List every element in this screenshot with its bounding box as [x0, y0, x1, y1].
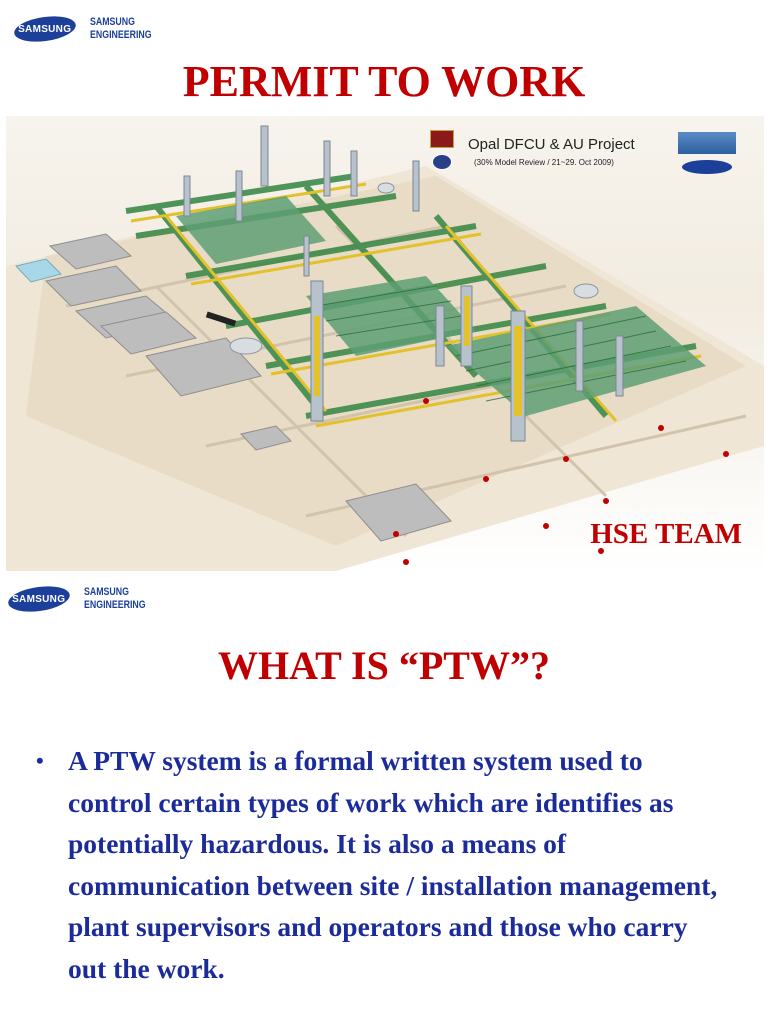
- partner-logo-icon: [678, 132, 736, 154]
- client-seal-icon: [432, 154, 452, 170]
- wordmark-line-1: SAMSUNG: [90, 16, 135, 28]
- plant-3d-model-image: [6, 116, 764, 571]
- samsung-badge-text: SAMSUNG: [12, 593, 66, 605]
- samsung-mini-logo-icon: [682, 160, 732, 174]
- samsung-logo: SAMSUNG SAMSUNG ENGINEERING: [12, 12, 167, 46]
- samsung-badge-icon: SAMSUNG: [6, 582, 72, 616]
- project-review-date: (30% Model Review / 21~29. Oct 2009): [474, 158, 614, 167]
- hse-team-label: HSE TEAM: [590, 518, 742, 550]
- bullet-text: A PTW system is a formal written system …: [68, 745, 718, 984]
- project-name: Opal DFCU & AU Project: [468, 136, 635, 153]
- slide-title: PERMIT TO WORK: [182, 57, 586, 106]
- project-banner: Opal DFCU & AU Project (30% Model Review…: [430, 128, 740, 184]
- bullet-item: • A PTW system is a formal written syste…: [30, 740, 730, 989]
- samsung-engineering-wordmark: SAMSUNG ENGINEERING: [84, 586, 146, 612]
- plant-render-illustration: [6, 125, 764, 571]
- slide-title: WHAT IS “PTW”?: [218, 643, 550, 688]
- samsung-logo: SAMSUNG SAMSUNG ENGINEERING: [6, 582, 161, 616]
- bullet-dot-icon: •: [36, 748, 44, 773]
- client-crest-icon: [430, 130, 454, 148]
- bullet-list: • A PTW system is a formal written syste…: [30, 740, 730, 989]
- samsung-engineering-wordmark: SAMSUNG ENGINEERING: [90, 16, 152, 42]
- wordmark-line-1: SAMSUNG: [84, 586, 129, 598]
- wordmark-line-2: ENGINEERING: [90, 29, 152, 41]
- wordmark-line-2: ENGINEERING: [84, 599, 146, 611]
- samsung-badge-text: SAMSUNG: [18, 23, 72, 35]
- samsung-badge-icon: SAMSUNG: [12, 12, 78, 46]
